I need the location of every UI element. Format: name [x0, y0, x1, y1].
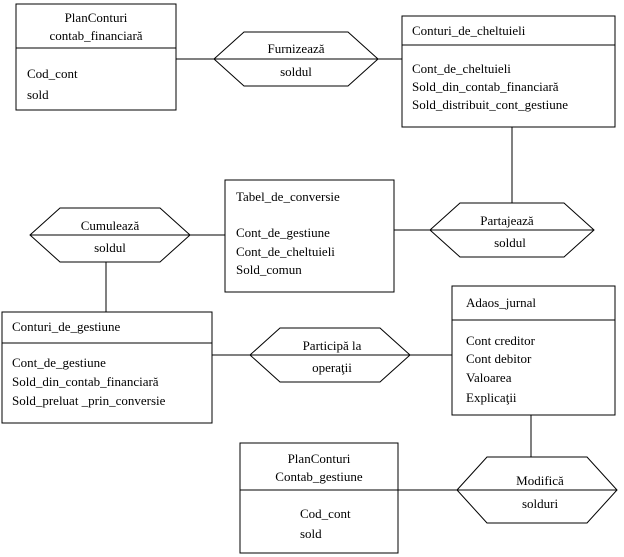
relationship-cumuleaza: Cumulează soldul — [29, 207, 191, 263]
entity-attribute: Cont_de_cheltuieli — [412, 61, 511, 76]
entity-attribute: Cod_cont — [27, 66, 78, 81]
relationship-verb: Modifică — [516, 473, 564, 488]
entity-attribute: Cont_de_gestiune — [12, 355, 106, 370]
entity-attribute: Cont debitor — [466, 351, 532, 366]
relationship-verb: Cumulează — [81, 218, 140, 233]
entity-attribute: Cont_de_gestiune — [236, 225, 330, 240]
relationship-participa: Participă la operaţii — [249, 327, 411, 383]
entity-attribute: Cod_cont — [300, 506, 351, 521]
entity-tabel-conversie: Tabel_de_conversie Cont_de_gestiune Cont… — [224, 179, 395, 293]
entity-title-line: Conturi_de_cheltuieli — [412, 23, 526, 38]
relationship-object: soldul — [94, 240, 126, 255]
entity-attribute: sold — [27, 87, 49, 102]
entity-conturi-cheltuieli: Conturi_de_cheltuieli Cont_de_cheltuieli… — [401, 15, 616, 128]
entity-attribute: Sold_din_contab_financiară — [12, 374, 159, 389]
relationship-object: soldul — [494, 235, 526, 250]
relationship-object: solduri — [522, 496, 559, 511]
entity-title-line: Tabel_de_conversie — [236, 189, 340, 204]
entity-plan-conturi-financiara: PlanConturi contab_financiară Cod_cont s… — [15, 3, 177, 111]
relationship-verb: Participă la — [303, 338, 362, 353]
entity-attribute: Valoarea — [466, 370, 512, 385]
relationship-partajeaza: Partajează soldul — [429, 202, 595, 258]
entity-title-line: Contab_gestiune — [275, 469, 363, 484]
entity-title-line: contab_financiară — [49, 28, 142, 43]
entity-attribute: Sold_din_contab_financiară — [412, 79, 559, 94]
entity-attribute: Sold_comun — [236, 262, 302, 277]
relationship-modifica: Modifică solduri — [456, 456, 618, 524]
relationship-verb: Furnizează — [267, 41, 324, 56]
entity-attribute: Sold_preluat _prin_conversie — [12, 393, 166, 408]
entity-attribute: Cont creditor — [466, 333, 536, 348]
entity-title-line: Adaos_jurnal — [466, 295, 536, 310]
relationship-verb: Partajează — [480, 213, 534, 228]
entity-conturi-gestiune: Conturi_de_gestiune Cont_de_gestiune Sol… — [1, 311, 213, 424]
entity-title-line: Conturi_de_gestiune — [12, 319, 121, 334]
entity-attribute: Sold_distribuit_cont_gestiune — [412, 97, 568, 112]
relationship-object: operaţii — [312, 360, 352, 375]
entity-attribute: Cont_de_cheltuieli — [236, 244, 335, 259]
entity-title-line: PlanConturi — [65, 10, 128, 25]
relationship-object: soldul — [280, 64, 312, 79]
entity-adaos-jurnal: Adaos_jurnal Cont creditor Cont debitor … — [451, 285, 616, 416]
entity-attribute: sold — [300, 526, 322, 541]
entity-attribute: Explicaţii — [466, 390, 517, 405]
entity-title-line: PlanConturi — [288, 451, 351, 466]
entity-plan-conturi-gestiune: PlanConturi Contab_gestiune Cod_cont sol… — [239, 442, 399, 554]
relationship-furnizeaza: Furnizează soldul — [213, 31, 379, 87]
